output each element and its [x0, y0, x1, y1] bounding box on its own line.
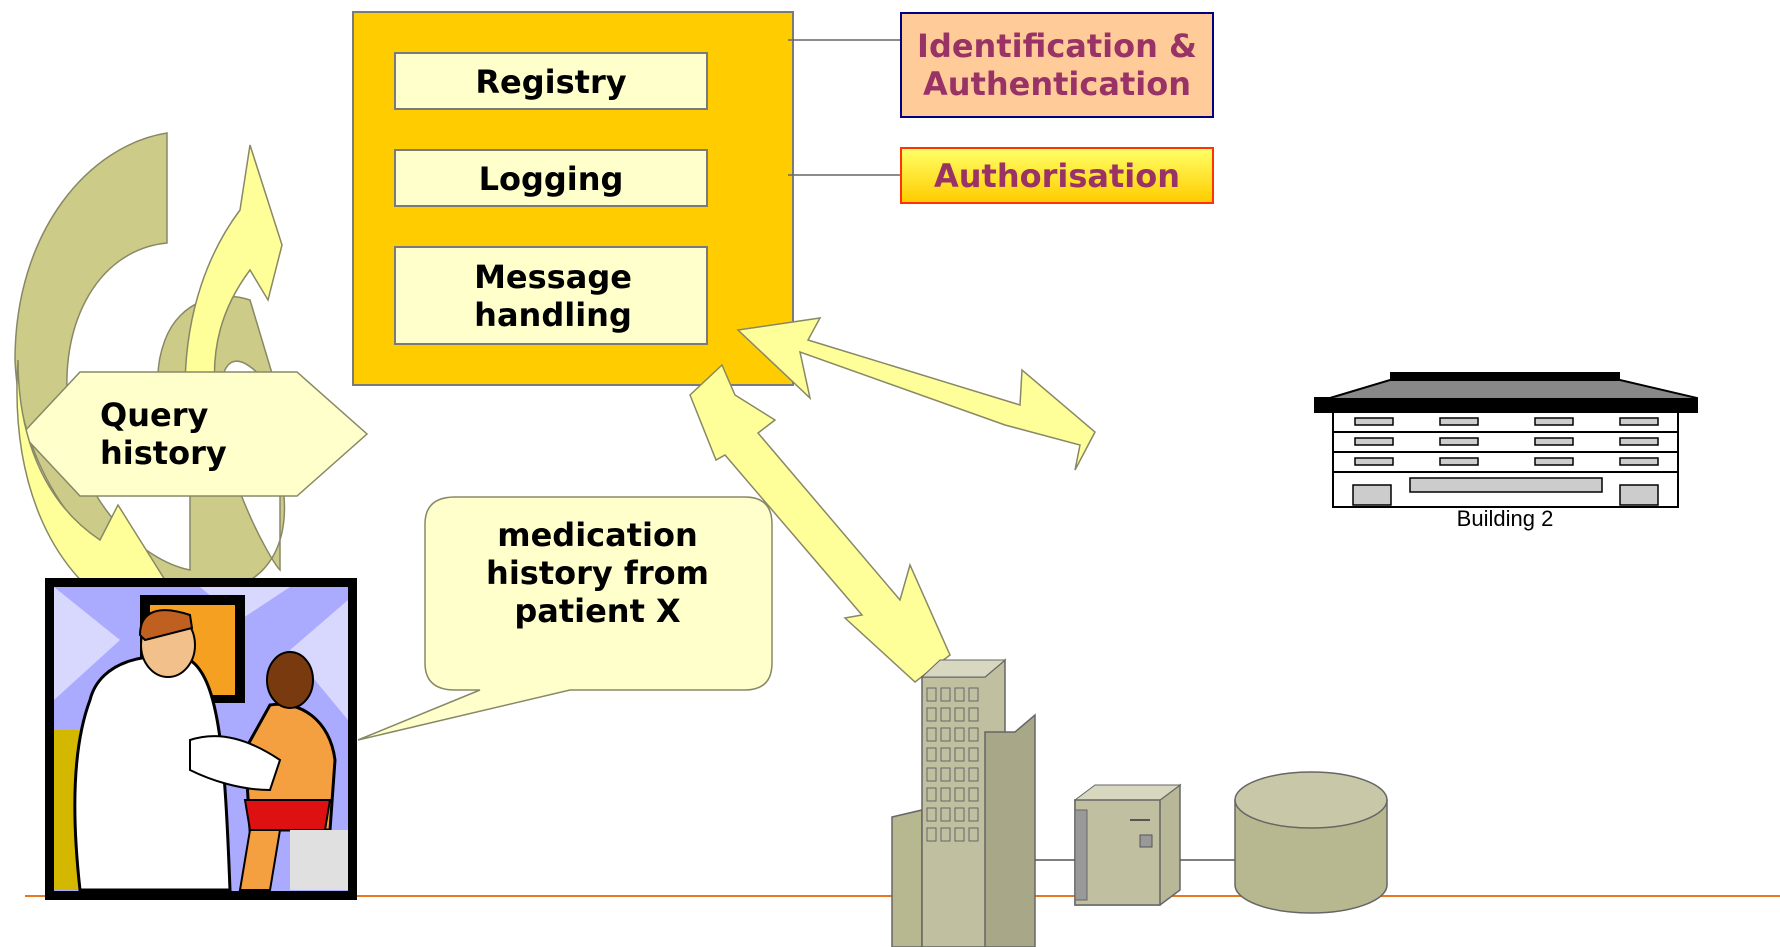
building-window — [940, 767, 951, 782]
hospital-window — [1354, 417, 1394, 426]
building-window — [926, 687, 937, 702]
building-window — [968, 787, 979, 802]
office-building-icon — [891, 658, 1036, 947]
building-window — [954, 827, 965, 842]
hospital-window — [1534, 457, 1574, 466]
building-window — [940, 707, 951, 722]
building-window — [968, 827, 979, 842]
building-window — [926, 727, 937, 742]
logging-label: Logging — [478, 160, 624, 198]
building-2-label: Building 2 — [1456, 506, 1554, 531]
identification-authentication-box[interactable]: Identification & Authentication — [900, 12, 1214, 118]
hospital-window — [1354, 457, 1394, 466]
building-window — [926, 747, 937, 762]
building-window — [926, 767, 937, 782]
building-window — [954, 707, 965, 722]
double-arrow-to-offices — [689, 363, 951, 683]
building-window — [968, 727, 979, 742]
building-window — [968, 807, 979, 822]
registry-label: Registry — [475, 63, 627, 101]
building-window — [954, 727, 965, 742]
building-window — [940, 827, 951, 842]
building-window — [940, 787, 951, 802]
logging-module[interactable]: Logging — [394, 149, 708, 207]
yellow-curved-arrow-up — [184, 144, 283, 391]
double-arrow-to-building2 — [736, 317, 1096, 471]
building-window — [926, 707, 937, 722]
query-history-label: Query history — [100, 396, 227, 472]
hospital-window — [1354, 437, 1394, 446]
callout-bubble — [357, 496, 773, 741]
hospital-window — [1619, 417, 1659, 426]
hospital-building-icon — [1314, 372, 1698, 508]
hospital-window — [1534, 437, 1574, 446]
hospital-window — [1619, 457, 1659, 466]
building-window — [926, 807, 937, 822]
building-window — [968, 747, 979, 762]
building-window — [954, 807, 965, 822]
building-window — [954, 787, 965, 802]
building-window — [940, 747, 951, 762]
message-handling-module[interactable]: Message handling — [394, 246, 708, 345]
hospital-window — [1619, 437, 1659, 446]
message-handling-label: Message handling — [474, 258, 632, 334]
database-cylinder-icon — [1234, 771, 1388, 914]
building-window — [968, 687, 979, 702]
hospital-window — [1439, 437, 1479, 446]
authorisation-box[interactable]: Authorisation — [900, 147, 1214, 204]
building-window — [926, 827, 937, 842]
doctor-patient-clipart — [45, 578, 357, 900]
callout-text: medication history from patient X — [486, 516, 709, 630]
building-window — [926, 787, 937, 802]
building-window — [940, 807, 951, 822]
building-window — [940, 687, 951, 702]
hospital-window — [1439, 457, 1479, 466]
building-window — [940, 727, 951, 742]
hospital-window — [1439, 417, 1479, 426]
building-window — [954, 687, 965, 702]
registry-module[interactable]: Registry — [394, 52, 708, 110]
building-window — [954, 767, 965, 782]
building-window — [968, 767, 979, 782]
hospital-window — [1534, 417, 1574, 426]
building-window — [954, 747, 965, 762]
building-window — [968, 707, 979, 722]
server-tower-icon — [1073, 783, 1182, 906]
